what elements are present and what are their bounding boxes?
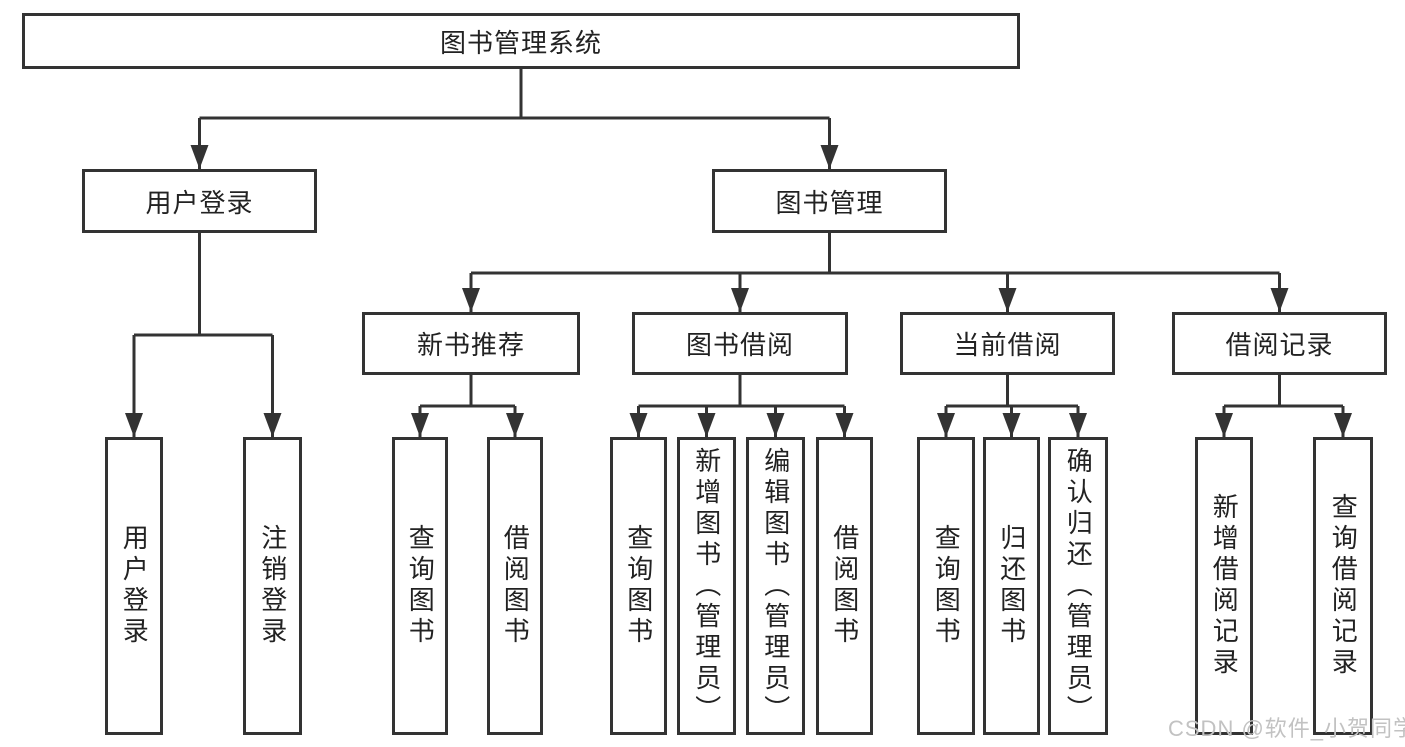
leaf-label: 新增借阅记录: [1209, 493, 1240, 679]
leaf-label: 新增图书（管理员）: [691, 446, 722, 726]
csdn-watermark: CSDN @软件_小贺同学: [1168, 716, 1405, 741]
leaf-logout: 注销登录: [243, 437, 302, 735]
leaf-confirm-return-admin: 确认归还（管理员）: [1048, 437, 1108, 735]
leaf-label: 查询借阅记录: [1328, 493, 1359, 679]
leaf-query-book-current: 查询图书: [917, 437, 975, 735]
leaf-user-login: 用户登录: [105, 437, 163, 735]
leaf-borrow-book-recommend: 借阅图书: [487, 437, 543, 735]
node-user-login: 用户登录: [82, 169, 317, 233]
leaf-label: 确认归还（管理员）: [1063, 446, 1094, 726]
leaf-label: 归还图书: [996, 524, 1027, 648]
leaf-return-book: 归还图书: [983, 437, 1040, 735]
leaf-label: 查询图书: [623, 524, 654, 648]
node-new-book-recommend: 新书推荐: [362, 312, 580, 375]
node-book-borrow: 图书借阅: [632, 312, 848, 375]
node-borrow-record: 借阅记录: [1172, 312, 1387, 375]
node-book-management: 图书管理: [712, 169, 947, 233]
leaf-label: 查询图书: [931, 524, 962, 648]
leaf-label: 借阅图书: [500, 524, 531, 648]
leaf-label: 编辑图书（管理员）: [760, 446, 791, 726]
leaf-label: 查询图书: [405, 524, 436, 648]
leaf-label: 借阅图书: [829, 524, 860, 648]
leaf-query-book-borrow: 查询图书: [610, 437, 667, 735]
leaf-edit-book-admin: 编辑图书（管理员）: [746, 437, 805, 735]
leaf-label: 注销登录: [257, 524, 288, 648]
leaf-label: 用户登录: [119, 524, 150, 648]
leaf-borrow-book: 借阅图书: [816, 437, 873, 735]
leaf-add-book-admin: 新增图书（管理员）: [677, 437, 736, 735]
leaf-query-book-recommend: 查询图书: [392, 437, 448, 735]
node-current-borrow: 当前借阅: [900, 312, 1115, 375]
leaf-add-borrow-record: 新增借阅记录: [1195, 437, 1253, 735]
node-root-system: 图书管理系统: [22, 13, 1020, 69]
leaf-query-borrow-record: 查询借阅记录: [1313, 437, 1373, 735]
